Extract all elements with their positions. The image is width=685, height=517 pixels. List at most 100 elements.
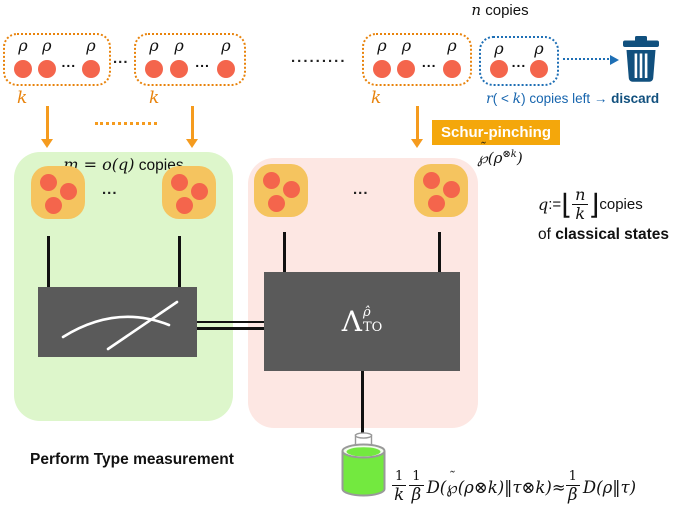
rho-cell: ρ [373, 38, 391, 78]
classical-state-blob [31, 166, 85, 219]
k-label-2: k [149, 88, 160, 108]
rho-cell: ρ [37, 36, 56, 78]
rho-state-dot [170, 60, 189, 78]
state-dot [40, 174, 57, 191]
r-symbol: r [486, 91, 493, 107]
frac-num: 1 [392, 469, 407, 486]
state-dot [45, 197, 62, 214]
rho-open: (ρ [457, 477, 474, 497]
state-dot [171, 174, 188, 191]
ellipsis-long: ......... [291, 49, 347, 66]
rho-symbol: ρ [447, 36, 457, 55]
ellipsis: ... [195, 54, 210, 70]
rho-state-dot [373, 60, 391, 78]
discard-arrow-head [610, 54, 619, 65]
ellipsis-arrows [95, 122, 157, 125]
ellipsis: ... [61, 54, 77, 70]
q-symbol: q [538, 194, 549, 214]
q-definition-line2: of classical states [538, 226, 678, 244]
state-dot [191, 183, 208, 200]
frac-num: 1 [565, 469, 580, 486]
rho-group-leftover: ρ ... ρ [479, 36, 559, 86]
script-p-tilde: ˜℘ [477, 141, 487, 167]
approx-symbol: ≈ [551, 477, 566, 497]
state-dot [283, 181, 300, 198]
of-text: of [538, 226, 556, 244]
frac-num: n [572, 186, 589, 205]
rho-state-dot [217, 60, 235, 78]
q-copies-text: copies [599, 195, 643, 213]
pinched-state-label: ˜℘(ρ⊗k) [458, 141, 542, 167]
rho-state-dot [490, 60, 508, 78]
k-label-3: k [371, 88, 382, 108]
meter-icon [61, 300, 179, 351]
ellipsis: ... [353, 181, 369, 198]
rho-group-2: ρ ρ ... ρ [134, 33, 246, 86]
k-label-1: k [17, 88, 28, 108]
wire [178, 236, 181, 288]
battery-icon [341, 432, 386, 497]
discard-caption: r( < k) copies left → discard [486, 91, 685, 107]
script-p-tilde: ˜℘ [446, 470, 458, 497]
rho-cell: ρ [217, 38, 235, 78]
frac-den: k [575, 203, 586, 223]
frac-num: 1 [409, 469, 424, 486]
ellipsis: ... [511, 54, 527, 70]
schur-pinching-badge: Schur-pinching [432, 120, 560, 145]
ellipsis: ... [102, 181, 118, 198]
discard-caption-text: ( < [492, 91, 513, 106]
close-paren: ) [545, 477, 552, 497]
wire [361, 371, 364, 433]
tensor-k: ⊗k [521, 477, 546, 497]
rho-symbol: ρ [534, 39, 544, 58]
down-arrow-2 [186, 106, 199, 148]
ellipsis: ... [421, 54, 437, 70]
rho-symbol: ρ [401, 36, 412, 55]
tensor-k: ⊗k [502, 149, 517, 160]
rho-symbol: ρ [494, 39, 504, 58]
right-floor: ⌋ [588, 187, 600, 221]
connector-line [197, 320, 264, 323]
ellipsis: ... [113, 50, 129, 67]
frac-den: β [568, 484, 578, 504]
rho-group-1: ρ ρ ... ρ [3, 33, 111, 86]
rho-state-dot [145, 60, 163, 78]
rho-cell: ρ [14, 38, 32, 78]
left-floor: ⌊ [561, 187, 573, 221]
rho-symbol: ρ [42, 36, 52, 55]
rho-cell: ρ [529, 39, 548, 78]
rho-state-dot [14, 60, 32, 78]
classical-state-blob [414, 164, 468, 217]
rho-symbol: ρ [221, 36, 231, 55]
k-symbol: k [512, 91, 522, 107]
tensor-k: ⊗k [473, 477, 498, 497]
rho-cell: ρ [170, 36, 189, 78]
rho-cell: ρ [490, 41, 508, 78]
wire [47, 236, 50, 288]
pinched-rho: (ρ [487, 149, 503, 167]
perform-type-measurement-label: Perform Type measurement [30, 451, 234, 468]
tilde: ˜ [449, 469, 456, 485]
n-symbol: n [471, 1, 482, 19]
rho-symbol: ρ [149, 36, 159, 55]
frac-den: β [411, 484, 422, 504]
lambda-symbol: Λ [341, 305, 362, 338]
classical-state-blob [254, 164, 308, 217]
discard-arrow-line [563, 58, 613, 60]
relative-entropy-rho-tau: D(ρ‖τ) [582, 477, 637, 497]
rho-symbol: ρ [174, 36, 184, 55]
n-copies-label: n copies [450, 1, 550, 19]
rho-cell: ρ [145, 38, 163, 78]
state-dot [423, 172, 440, 189]
connector-line [197, 327, 264, 330]
down-arrow-1 [41, 106, 54, 148]
dbar-tau: )‖τ [497, 477, 522, 497]
m-copies-math: m = o(q) [63, 155, 135, 174]
rho-cell: ρ [442, 36, 461, 78]
